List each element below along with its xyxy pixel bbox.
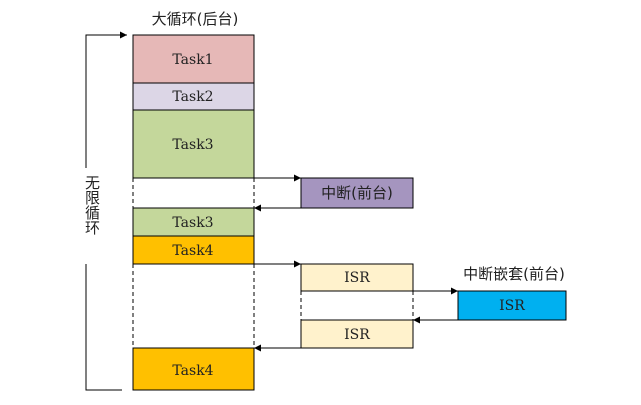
task1-block [132,34,255,84]
task2-block [132,82,255,111]
nested-interrupt-title: 中断嵌套(前台) [463,265,565,283]
nested-isr-block [457,290,567,321]
task1-label: Task1 [172,52,213,68]
isr-resume-label: ISR [344,327,370,343]
isr-resume-block [300,319,414,349]
task2-label: Task2 [172,89,213,105]
loop-bracket [85,31,127,391]
task3-block [132,109,255,179]
task3-label: Task3 [172,137,213,153]
task4-label: Task4 [172,243,213,259]
task4-resume-label: Task4 [172,363,213,379]
interrupt-block [300,177,414,209]
task4-resume-block [132,347,255,391]
loop-label: 无限循环 [83,175,101,235]
task4-block [132,235,255,265]
task3-resume-label: Task3 [172,215,213,231]
flow-arrows [254,174,458,352]
isr-block [300,263,414,292]
main-loop-title: 大循环(后台) [152,10,239,28]
suspended-gaps [132,178,414,348]
task3-resume-block [132,207,255,237]
isr-label: ISR [344,270,370,286]
interrupt-label: 中断(前台) [321,184,393,202]
nested-isr-label: ISR [499,298,525,314]
